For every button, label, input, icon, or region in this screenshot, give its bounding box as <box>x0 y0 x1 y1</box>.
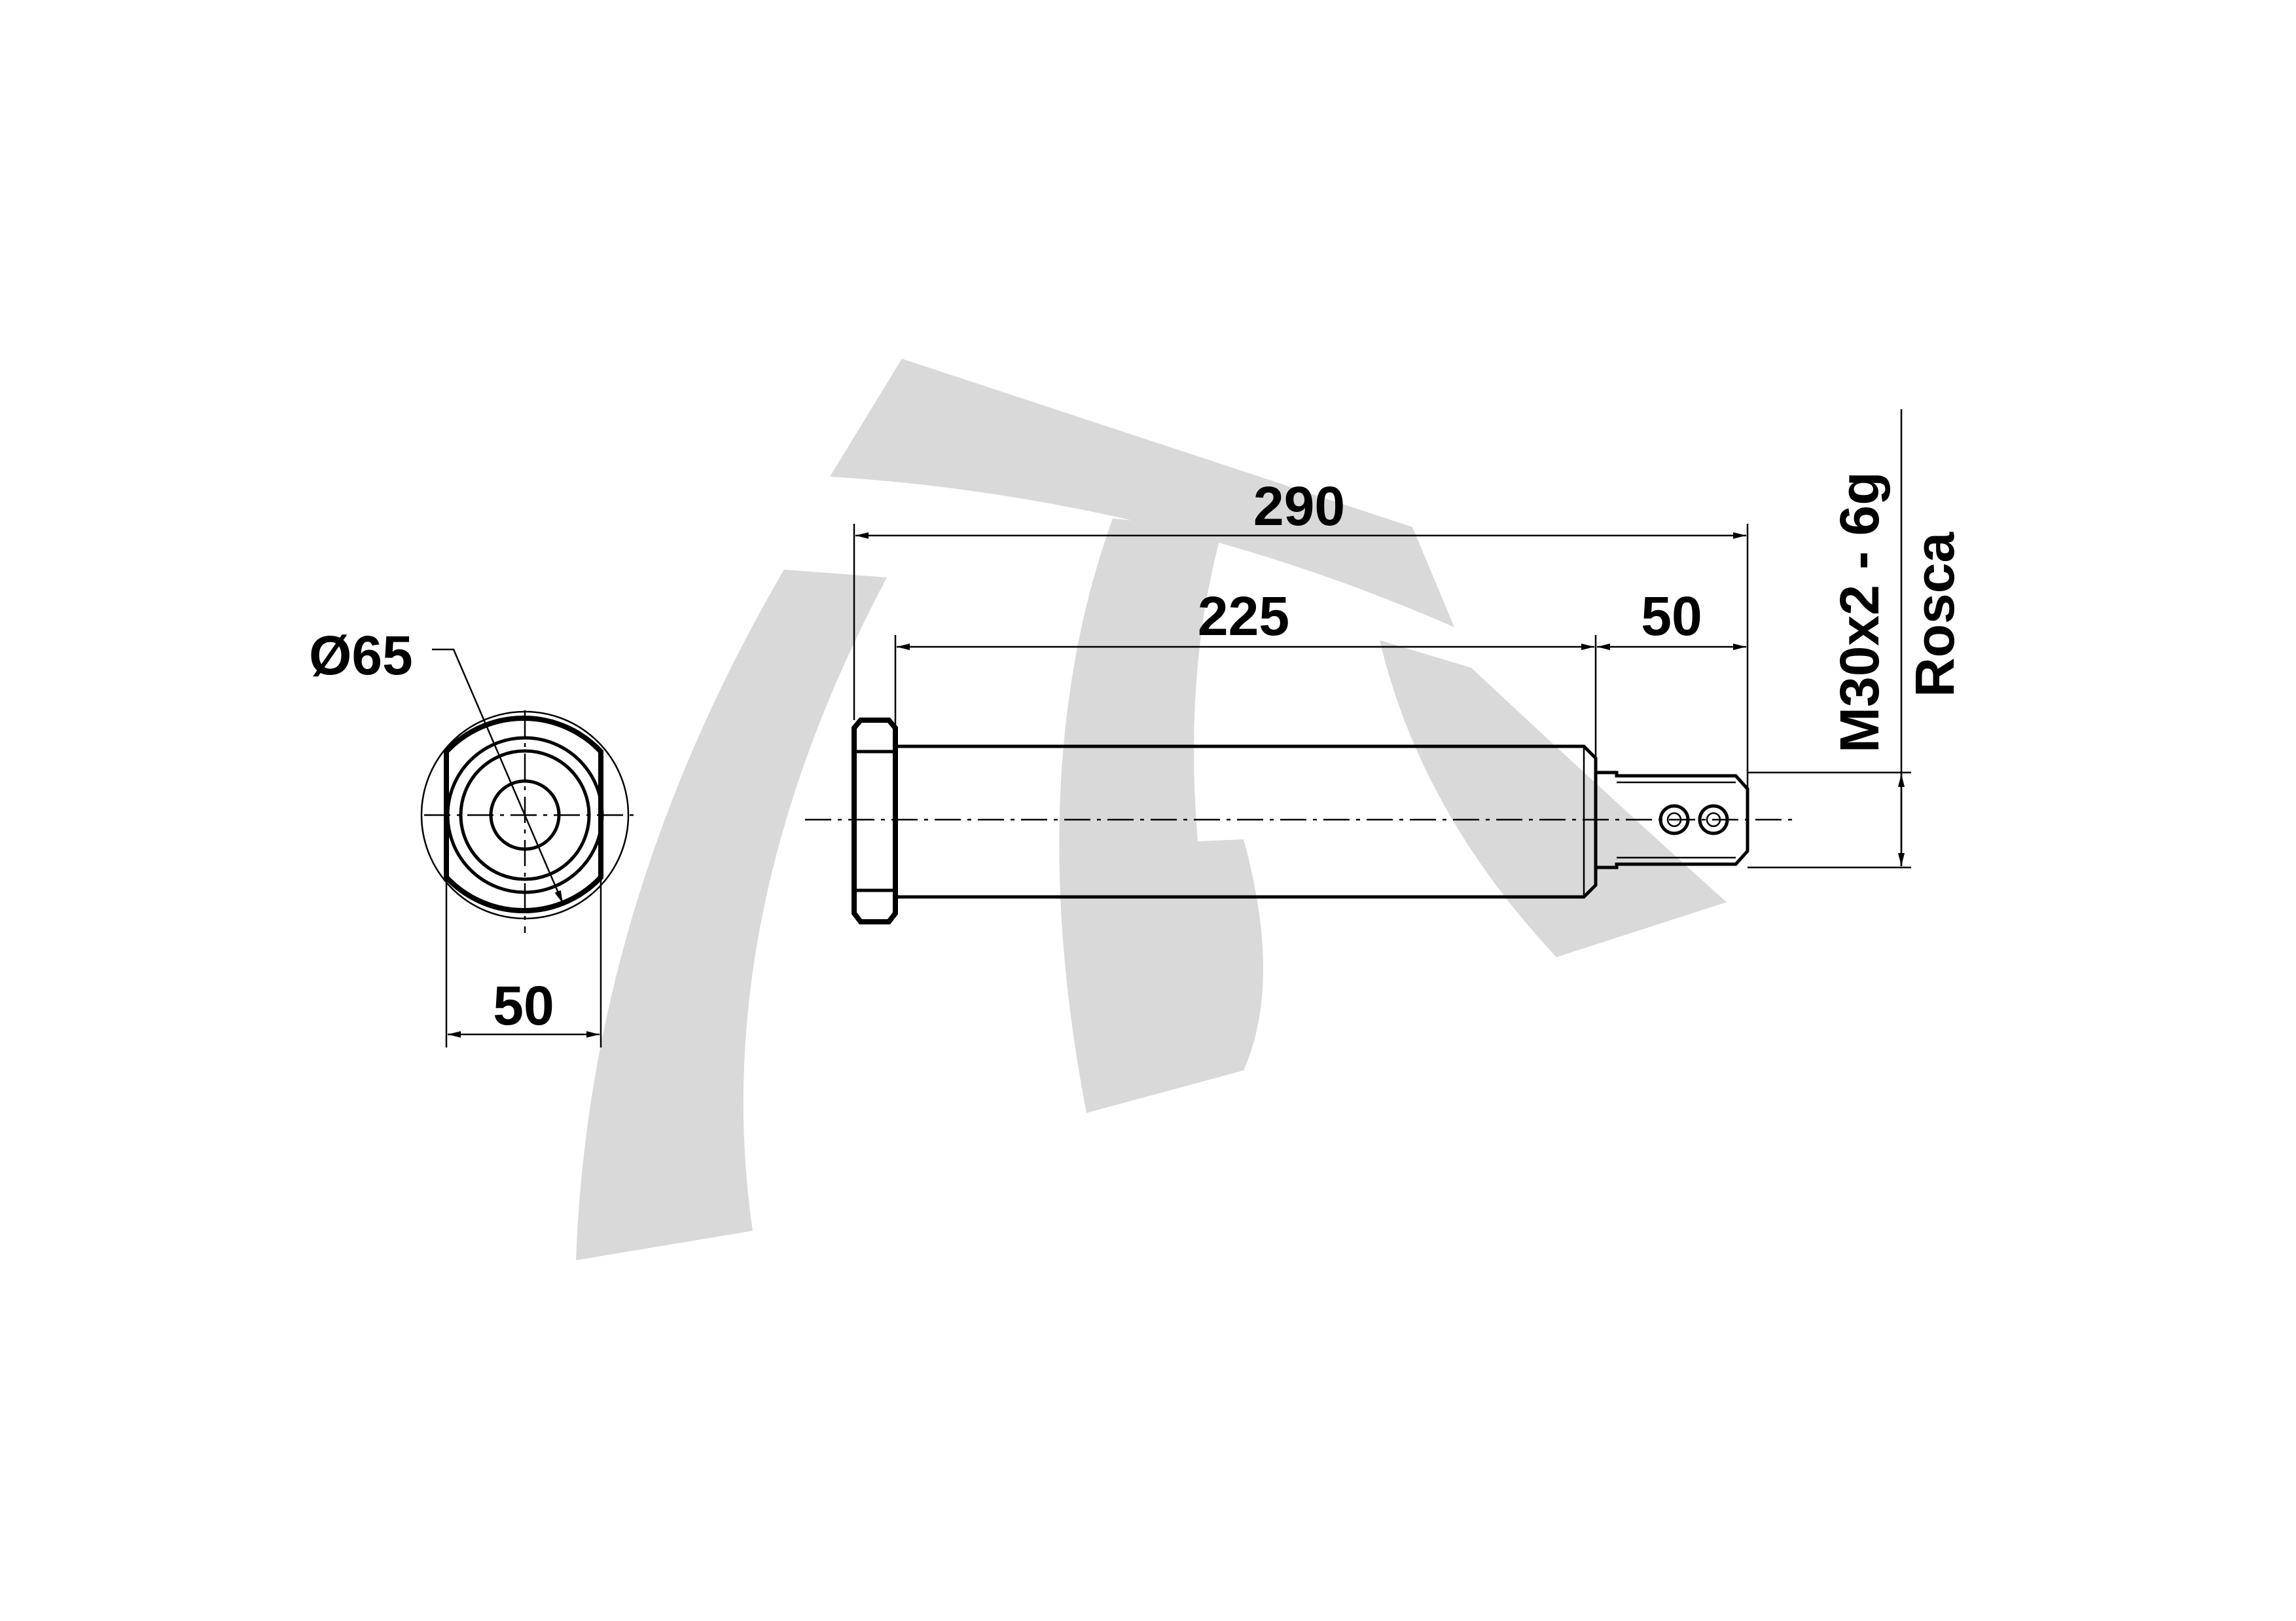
watermark-top-bar <box>830 359 1454 627</box>
side-view: 290 225 50 M30x2 - 6g Rosca <box>805 409 1965 924</box>
watermark-logo <box>576 359 1727 1260</box>
cross-hole-2-inner <box>1706 812 1721 828</box>
thread-note: M30x2 - 6g <box>1829 471 1890 753</box>
end-view-mid-circle <box>446 736 604 894</box>
end-view-inner-circle <box>459 749 591 881</box>
thread-length-label: 50 <box>1641 585 1702 647</box>
thread-spec-label: M30x2 - 6g <box>1829 471 1890 753</box>
end-view-bore-circle <box>489 779 561 851</box>
diameter-leader-line <box>432 648 564 904</box>
thread-note-rosca: Rosca <box>1904 532 1965 697</box>
watermark-left-stroke <box>576 570 887 1260</box>
body-length-label: 225 <box>1198 585 1289 647</box>
end-view: Ø65 50 <box>309 625 634 1047</box>
threaded-end <box>1594 771 1749 869</box>
diameter-label: Ø65 <box>309 625 413 686</box>
width-label: 50 <box>493 975 554 1036</box>
end-view-outer-circle <box>420 710 630 920</box>
watermark-right-stroke <box>1380 640 1727 957</box>
cross-hole-1-inner <box>1666 812 1682 828</box>
watermark-middle-stroke <box>1059 519 1263 1113</box>
cross-hole-1 <box>1659 804 1690 835</box>
thread-rosca-label: Rosca <box>1904 532 1965 697</box>
cross-hole-2 <box>1698 804 1729 835</box>
overall-length-label: 290 <box>1253 475 1345 537</box>
hex-head <box>852 718 898 924</box>
